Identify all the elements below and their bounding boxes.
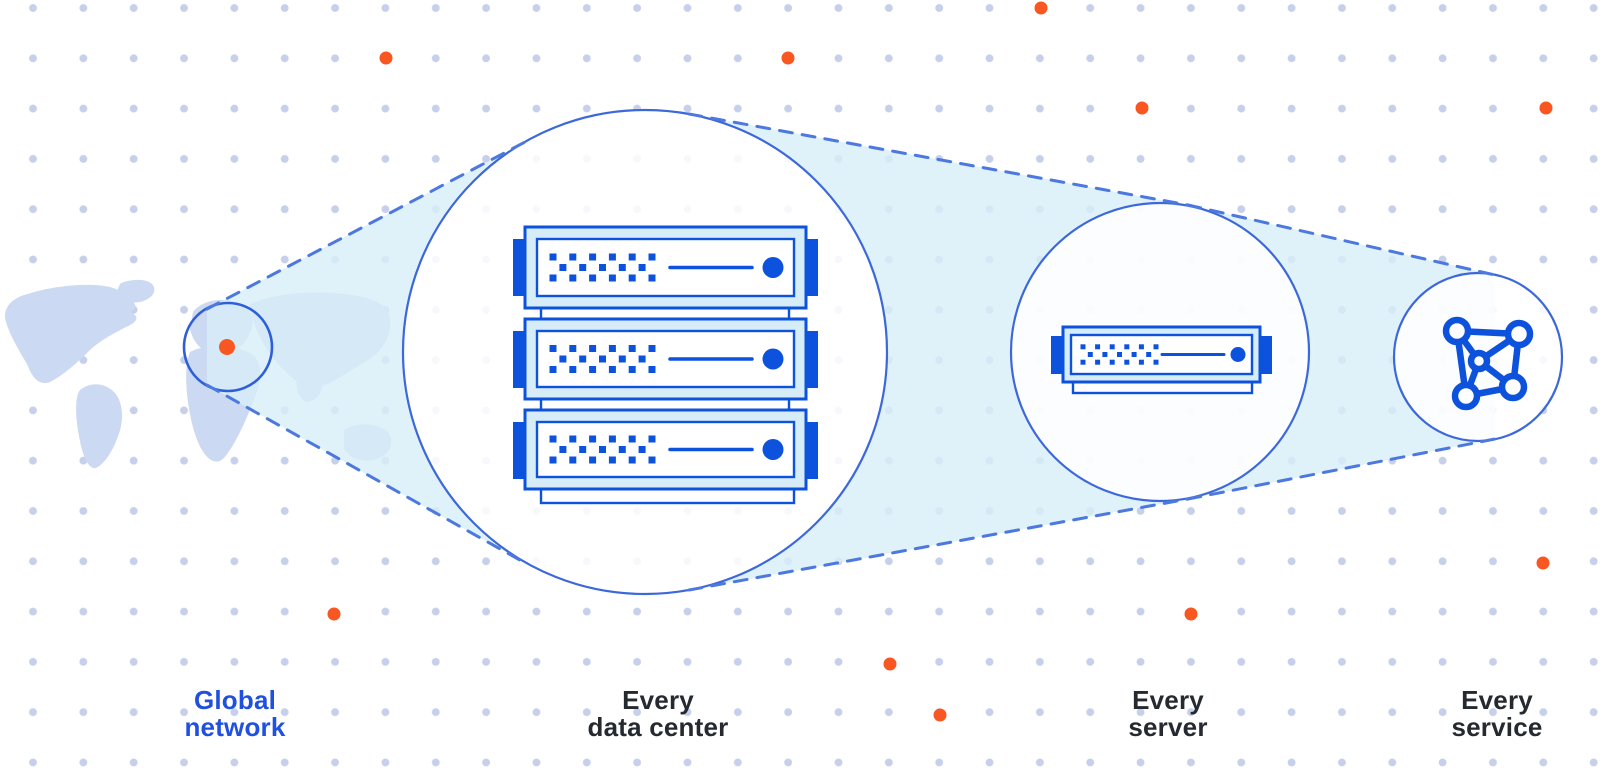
- accent-orange-dot: [1184, 607, 1198, 621]
- server-rack-icon: [513, 225, 818, 505]
- accent-orange-dot: [933, 708, 947, 722]
- stage-label-every-data-center: Every data center: [528, 687, 788, 741]
- dashed-connector: [1186, 203, 1497, 277]
- stage-label-line: Global: [193, 685, 277, 715]
- mesh-network-icon: [1442, 316, 1534, 411]
- zoom-cone-segment: [207, 141, 527, 564]
- dashed-connector: [687, 112, 1190, 207]
- accent-orange-dot: [379, 51, 393, 65]
- globe-highlight-circle: [182, 301, 274, 393]
- accent-orange-dot: [1034, 1, 1048, 15]
- dashed-connector: [1186, 437, 1497, 501]
- accent-dots: [327, 1, 1553, 722]
- accent-orange-dot: [1539, 101, 1553, 115]
- server-icon: [1051, 325, 1272, 395]
- accent-orange-dot: [781, 51, 795, 65]
- zoom-cone-segment: [1188, 205, 1495, 499]
- stage-label-line: server: [1128, 712, 1208, 742]
- dashed-connector: [205, 139, 529, 311]
- stage-label-every-server: Every server: [1038, 687, 1298, 741]
- map-pin-dot: [219, 339, 235, 355]
- stage-label-line: service: [1451, 712, 1543, 742]
- stage-label-line: Every: [622, 685, 694, 715]
- stage-label-every-service: Every service: [1367, 687, 1620, 741]
- stage-label-global-network: Global network: [105, 687, 365, 741]
- stage-label-line: network: [184, 712, 286, 742]
- accent-orange-dot: [1536, 556, 1550, 570]
- stage-label-line: Every: [1461, 685, 1533, 715]
- stage-label-line: Every: [1132, 685, 1204, 715]
- dashed-connector: [205, 383, 529, 566]
- accent-orange-dot: [327, 607, 341, 621]
- dashed-connector: [687, 497, 1190, 592]
- stage-label-line: data center: [587, 712, 729, 742]
- accent-orange-dot: [883, 657, 897, 671]
- dashed-connectors: [205, 112, 1497, 592]
- accent-orange-dot: [1135, 101, 1149, 115]
